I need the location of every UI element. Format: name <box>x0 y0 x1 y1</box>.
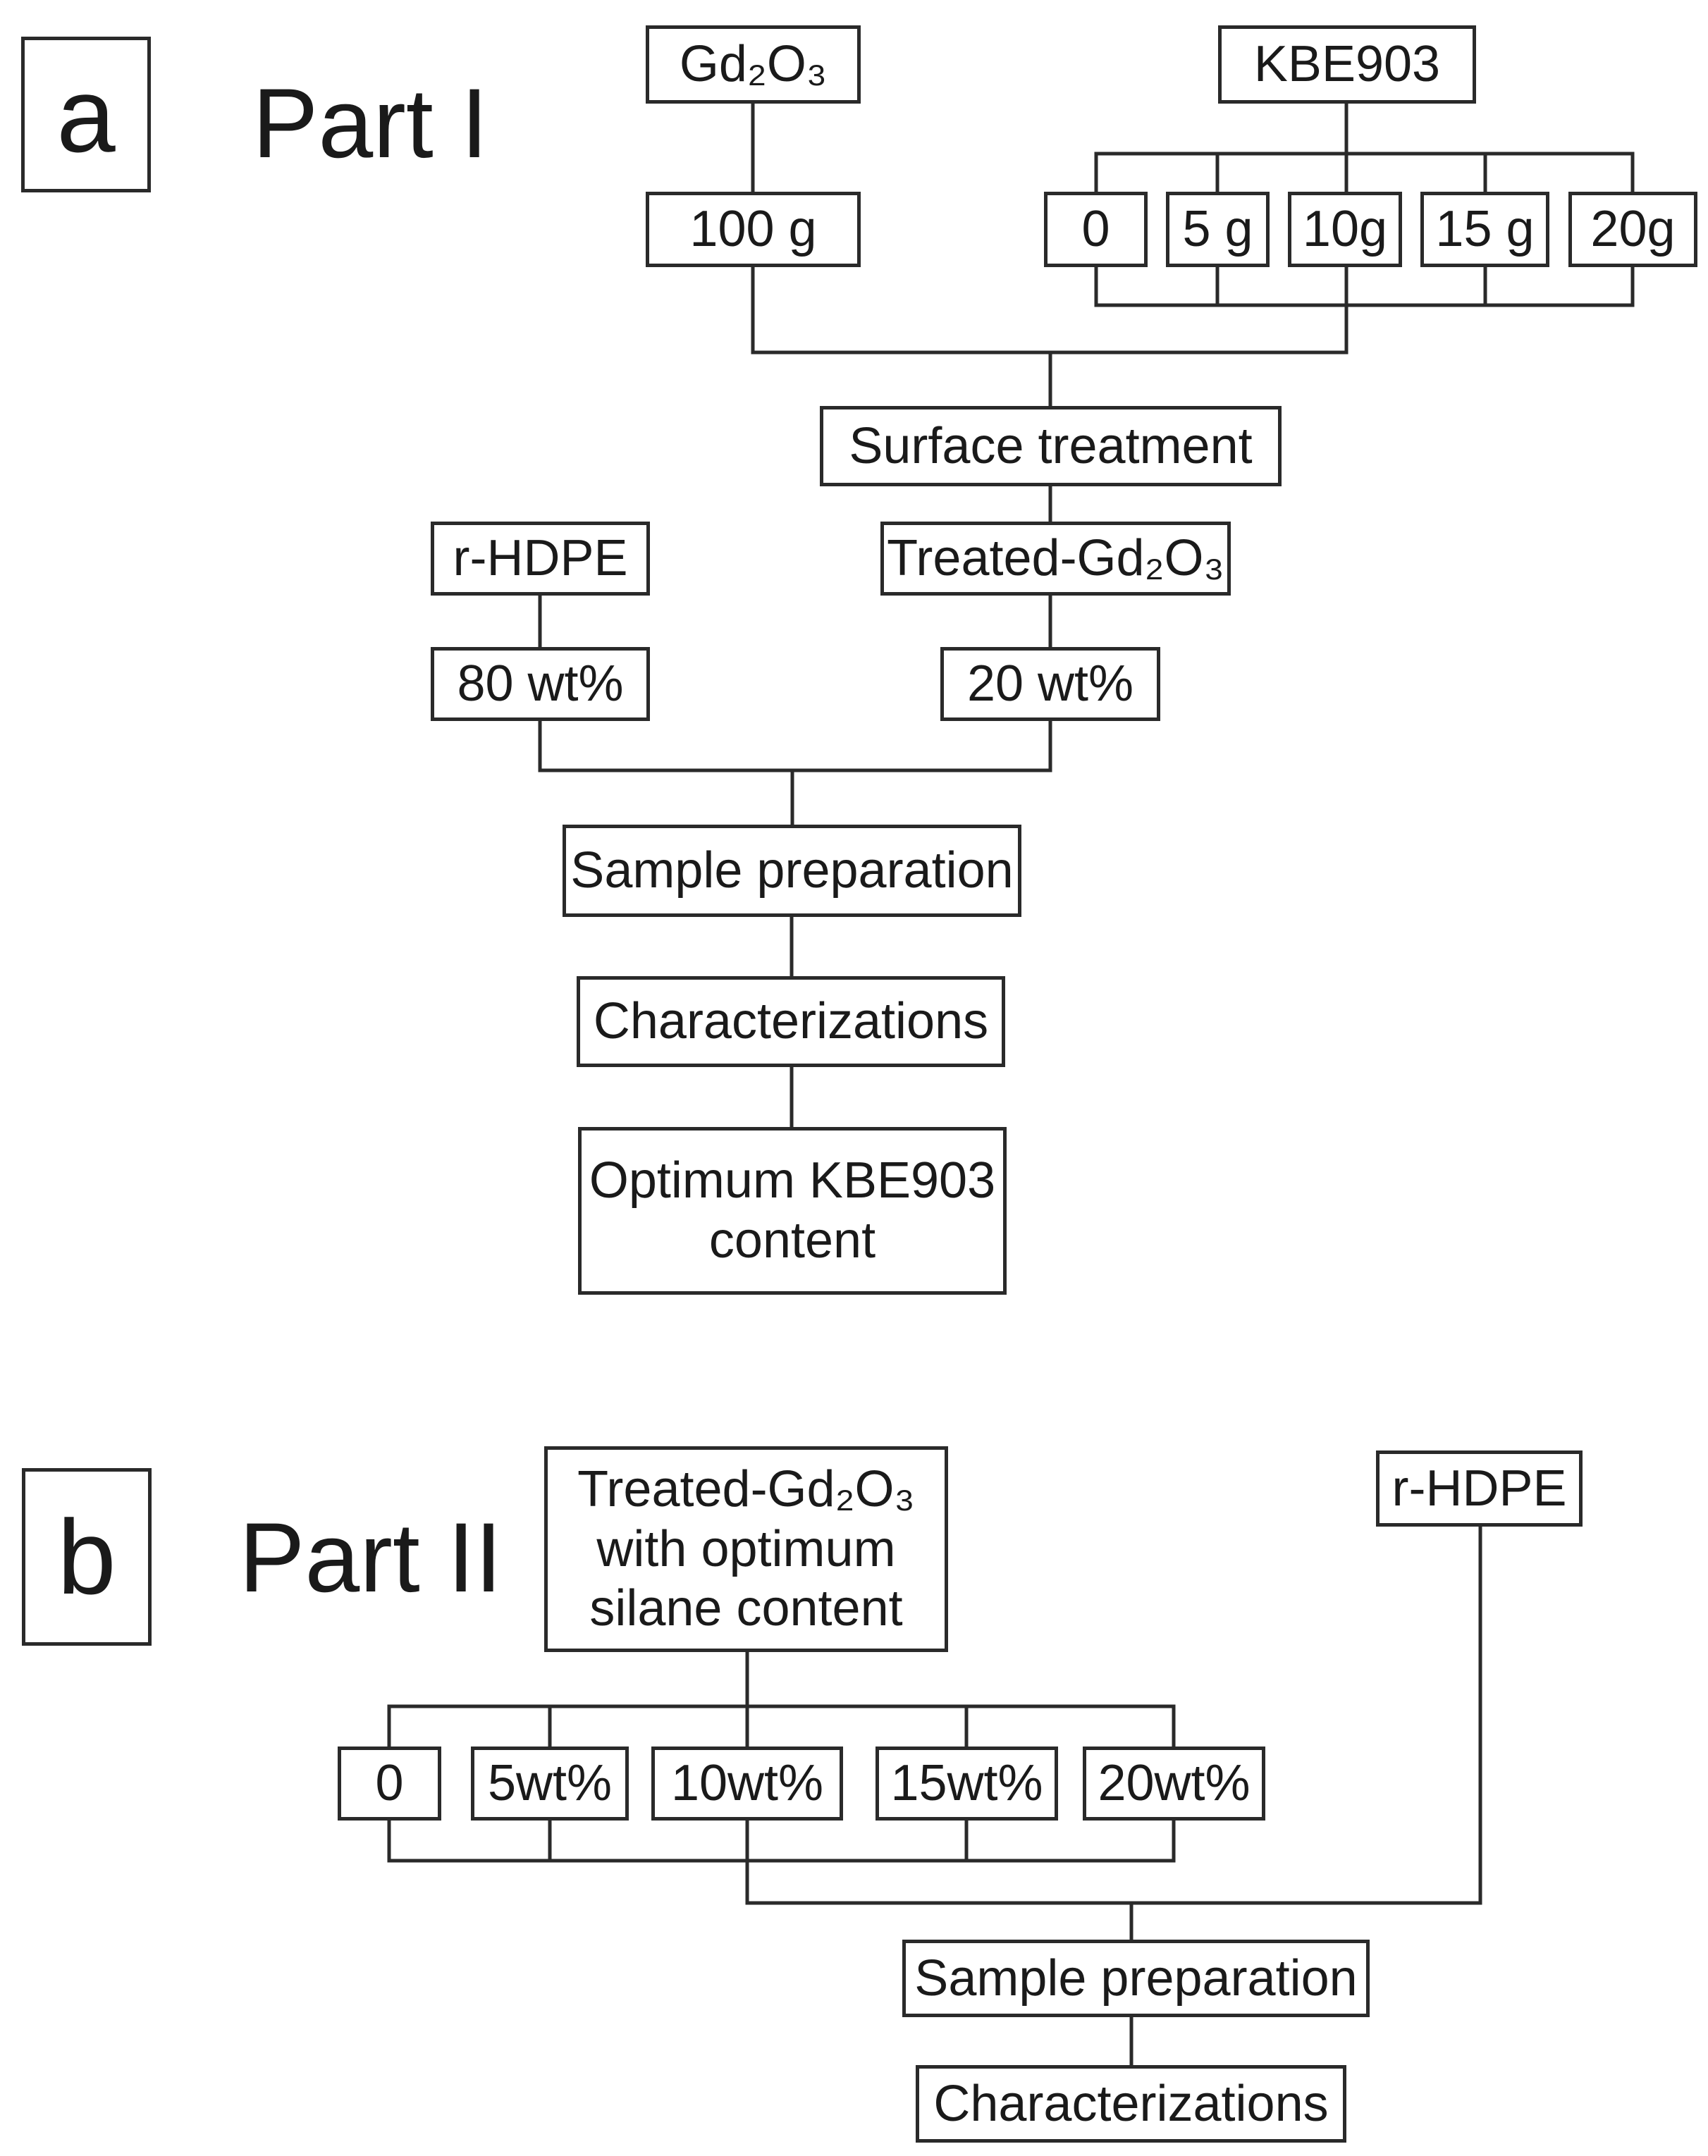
node-optimum-kbe903-content: Optimum KBE903 content <box>578 1127 1007 1295</box>
panel-b-title: Part II <box>239 1502 503 1613</box>
node-r-hdpe-part1: r-HDPE <box>431 522 650 596</box>
part1-connectors <box>538 101 1635 1129</box>
panel-a-title: Part I <box>252 68 489 178</box>
node-filler-amount-10wt: 10wt% <box>651 1747 843 1821</box>
node-kbe-amount-15g: 15 g <box>1420 192 1549 267</box>
node-sample-preparation-part1: Sample preparation <box>563 825 1021 917</box>
node-sample-preparation-part2: Sample preparation <box>902 1940 1370 2017</box>
node-gd2o3: Gd₂O₃ <box>646 25 861 104</box>
node-kbe-amount-5g: 5 g <box>1166 192 1270 267</box>
node-surface-treatment: Surface treatment <box>820 406 1282 486</box>
node-treated-20wt: 20 wt% <box>940 647 1160 721</box>
node-filler-amount-5wt: 5wt% <box>471 1747 629 1821</box>
node-kbe-amount-0: 0 <box>1044 192 1148 267</box>
node-treated-gd2o3-optimum-silane: Treated-Gd₂O₃ with optimum silane conten… <box>544 1446 948 1652</box>
node-r-hdpe-80wt: 80 wt% <box>431 647 650 721</box>
node-characterizations-part2: Characterizations <box>916 2065 1346 2143</box>
node-kbe-amount-20g: 20g <box>1568 192 1697 267</box>
part2-connectors <box>387 1524 1482 2067</box>
panel-a-label: a <box>21 37 151 192</box>
node-kbe-amount-10g: 10g <box>1288 192 1402 267</box>
node-filler-amount-15wt: 15wt% <box>875 1747 1058 1821</box>
node-r-hdpe-part2: r-HDPE <box>1376 1450 1583 1527</box>
node-filler-amount-0: 0 <box>338 1747 441 1821</box>
node-characterizations-part1: Characterizations <box>577 976 1005 1067</box>
panel-b-label: b <box>22 1468 152 1646</box>
node-kbe903: KBE903 <box>1218 25 1476 104</box>
node-gd2o3-amount-100g: 100 g <box>646 192 861 267</box>
node-filler-amount-20wt: 20wt% <box>1083 1747 1265 1821</box>
node-treated-gd2o3: Treated-Gd₂O₃ <box>880 522 1231 596</box>
